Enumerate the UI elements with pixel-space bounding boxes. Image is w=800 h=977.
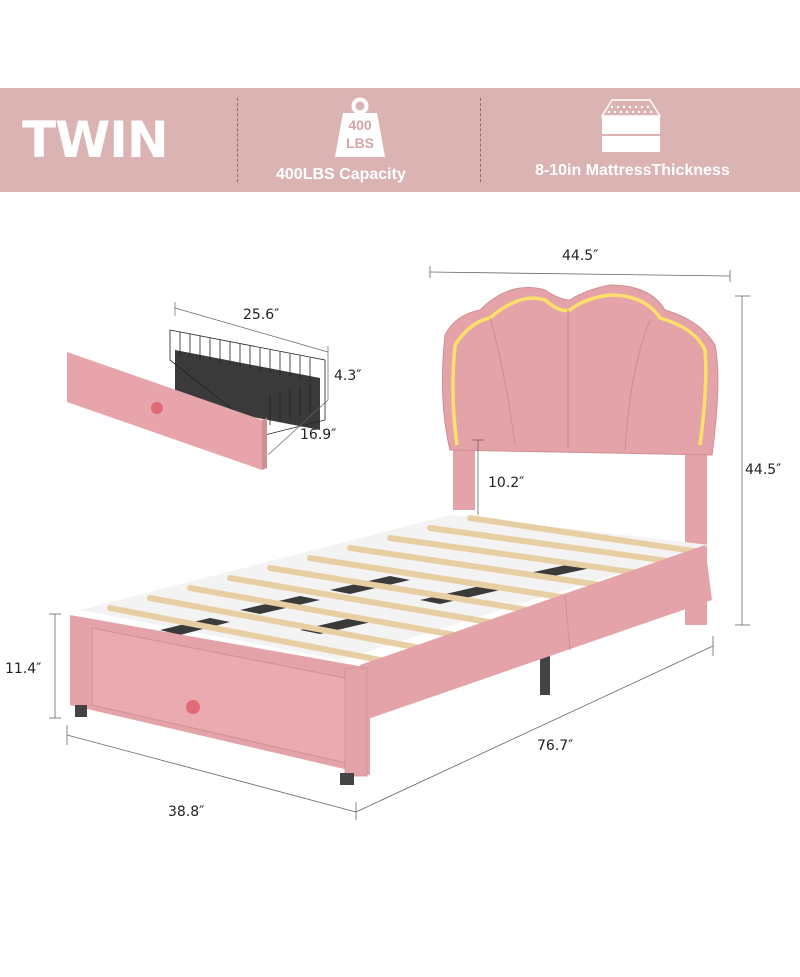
- weight-icon: 400 LBS: [333, 97, 387, 159]
- capacity-label: 400LBS Capacity: [276, 166, 406, 183]
- divider: [480, 98, 481, 182]
- divider: [237, 98, 238, 182]
- dimension-lines: [49, 266, 750, 820]
- spec-banner: TWIN 400 LBS 400LBS Capacity 8-10in Matt…: [0, 88, 800, 192]
- bed-length-dimension: 76.7″: [537, 738, 574, 754]
- weight-icon-unit: LBS: [346, 135, 374, 151]
- drawer-width-dimension: 25.6″: [243, 307, 280, 323]
- total-height-dimension: 44.5″: [745, 462, 782, 478]
- drawer-height-dimension: 4.3″: [334, 368, 362, 384]
- bed-width-dimension: 38.8″: [168, 804, 205, 820]
- drawer-depth-dimension: 16.9″: [300, 427, 337, 443]
- drawer-illustration: [67, 302, 329, 470]
- bed-size-label: TWIN: [22, 111, 169, 169]
- headboard-width-dimension: 44.5″: [562, 248, 599, 264]
- mattress-thickness-label: 8-10in MattressThickness: [535, 162, 730, 179]
- mattress-icon: [600, 98, 662, 154]
- bed-frame-illustration: [70, 515, 712, 785]
- clearance-dimension: 10.2″: [488, 475, 525, 491]
- weight-icon-number: 400: [348, 117, 372, 133]
- rail-height-dimension: 11.4″: [5, 661, 42, 677]
